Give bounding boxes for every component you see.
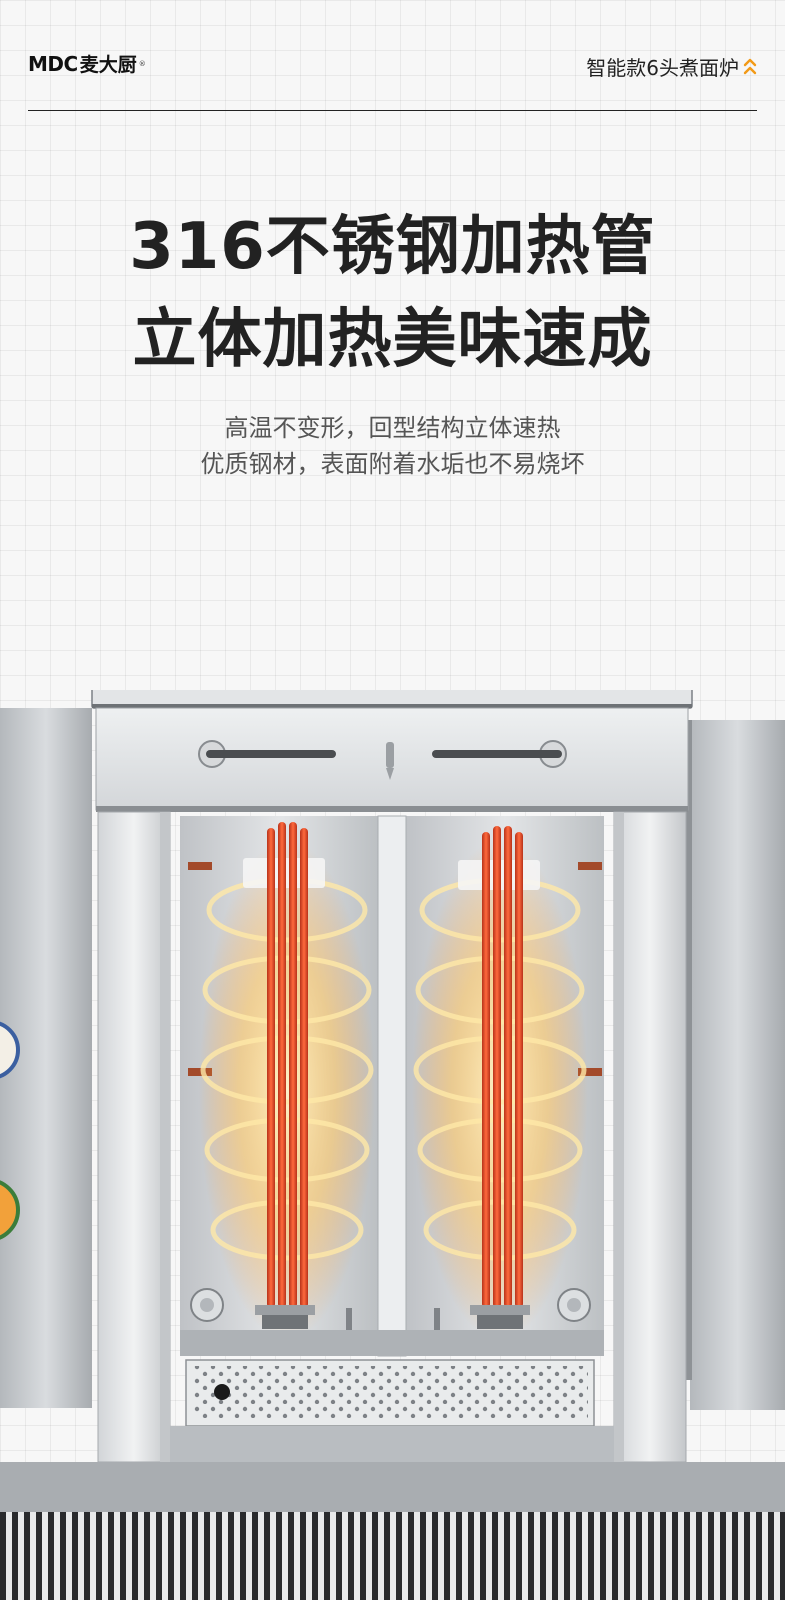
header: MDC 麦大厨 ® 智能款6头煮面炉 <box>28 44 757 111</box>
registered-icon: ® <box>138 59 146 68</box>
headline-line-2-wrap: 立体加热美味速成 <box>0 288 785 380</box>
brand-logo: MDC 麦大厨 ® <box>28 50 146 77</box>
cooker-illustration <box>0 690 785 1600</box>
subtext-line-2: 优质钢材，表面附着水垢也不易烧坏 <box>200 450 585 478</box>
logo-mark: MDC <box>28 51 78 76</box>
headline-line-2: 立体加热美味速成 <box>120 288 665 380</box>
headline-line-1: 316不锈钢加热管 <box>129 210 656 284</box>
headline-line-2-text: 立体加热美味速成 <box>132 303 653 377</box>
logo-text: 麦大厨 <box>79 54 137 76</box>
subtext-line-1: 高温不变形，回型结构立体速热 <box>224 414 561 442</box>
product-name: 智能款6头煮面炉 <box>586 56 739 80</box>
product-label: 智能款6头煮面炉 <box>586 52 757 81</box>
chevron-up-double-icon <box>743 58 757 74</box>
